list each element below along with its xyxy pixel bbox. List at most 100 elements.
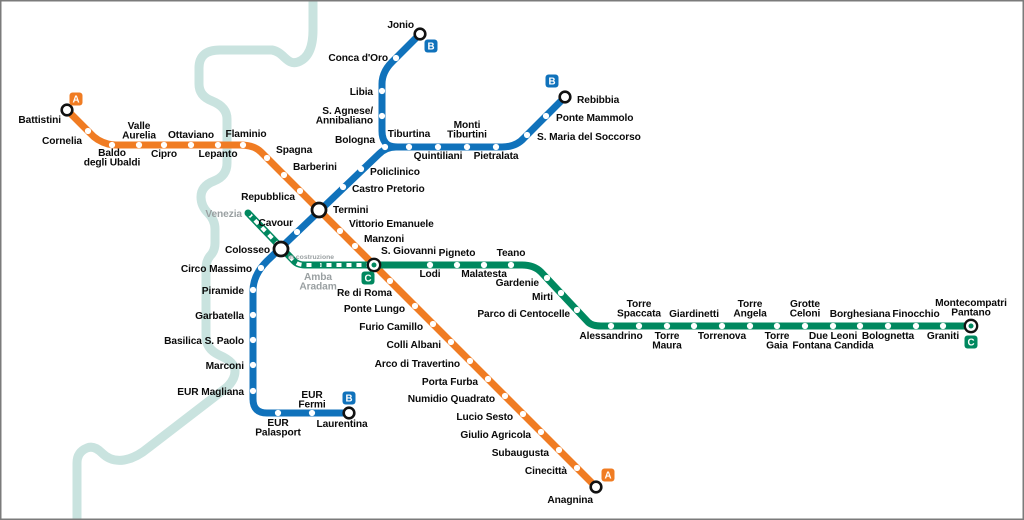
- station-s-agnese-annibaliano: [378, 112, 386, 120]
- station-dot-cornelia: [84, 127, 92, 135]
- station-label-re-di-roma: Re di Roma: [337, 288, 392, 299]
- station-cornelia: [84, 127, 92, 135]
- station-parco-di-centocelle: [573, 306, 581, 314]
- station-dot-bologna: [381, 143, 389, 151]
- station-quintiliani: [434, 143, 442, 151]
- station-label-porta-furba: Porta Furba: [422, 377, 479, 388]
- station-dot-due-leoni-fontana-candida: [829, 322, 837, 330]
- station-numidio-quadrato: [501, 392, 509, 400]
- station-marconi: [249, 361, 257, 369]
- station-baldo-degli-ubaldi: [108, 141, 116, 149]
- station-label-manzoni: Manzoni: [364, 234, 404, 245]
- station-label-borghesiana: Borghesiana: [830, 309, 891, 320]
- line-b-path-1: [378, 31, 423, 151]
- station-dot-ottaviano: [187, 141, 195, 149]
- interchange-marker-colosseo: [272, 240, 290, 258]
- station-label-arco-di-travertino: Arco di Travertino: [375, 359, 460, 370]
- station-dot-cavour: [293, 228, 301, 236]
- line-b-badge-box: [424, 39, 438, 53]
- station-torre-spaccata: [635, 322, 643, 330]
- line-c-badge-0: C: [361, 271, 375, 285]
- station-dot-torrenova: [718, 322, 726, 330]
- line-a-badge-box: [69, 92, 83, 106]
- line-a-badge-letter: A: [72, 95, 79, 106]
- station-grotte-celoni: [801, 322, 809, 330]
- station-label-eur-magliana: EUR Magliana: [177, 387, 244, 398]
- station-mirti: [557, 289, 565, 297]
- station-alessandrino: [607, 322, 615, 330]
- station-dot-grotte-celoni: [801, 322, 809, 330]
- line-c-badge-1: C: [964, 335, 978, 349]
- station-label-marconi: Marconi: [206, 361, 245, 372]
- station-dot-libia: [378, 87, 386, 95]
- station-re-di-roma: [386, 277, 394, 285]
- station-dot-mirti: [557, 289, 565, 297]
- station-torre-maura: [663, 322, 671, 330]
- station-label-cipro: Cipro: [151, 149, 177, 160]
- station-dot-teano: [507, 261, 515, 269]
- station-tiburtina: [405, 143, 413, 151]
- station-policlinico: [357, 165, 365, 173]
- station-torrenova: [718, 322, 726, 330]
- station-battistini: [60, 103, 74, 117]
- station-dot-eur-fermi: [308, 409, 316, 417]
- station-repubblica: [296, 187, 304, 195]
- station-label-gardenie: Gardenie: [496, 278, 540, 289]
- station-label-colosseo: Colosseo: [225, 245, 270, 256]
- station-dot-bolognetta: [884, 322, 892, 330]
- station-label-castro-pretorio: Castro Pretorio: [352, 184, 425, 195]
- station-teano: [507, 261, 515, 269]
- station-dot-subaugusta: [555, 446, 563, 454]
- station-label-piramide: Piramide: [202, 286, 245, 297]
- station-label-mirti: Mirti: [532, 292, 553, 303]
- station-vittorio-emanuele: [336, 227, 344, 235]
- station-due-leoni-fontana-candida: [829, 322, 837, 330]
- station-label-furio-camillo: Furio Camillo: [359, 322, 423, 333]
- station-label-cinecitt: Cinecittà: [525, 466, 568, 477]
- station-label-ponte-mammolo: Ponte Mammolo: [556, 113, 633, 124]
- station-arco-di-travertino: [466, 357, 474, 365]
- station-label-torrenova: Torrenova: [698, 331, 747, 342]
- station-dot-torre-spaccata: [635, 322, 643, 330]
- terminus-marker-jonio: [413, 27, 427, 41]
- station-gardenie: [543, 274, 551, 282]
- station-laurentina: [342, 406, 356, 420]
- line-c-badge-letter: C: [364, 274, 371, 285]
- station-label-flaminio: Flaminio: [225, 129, 266, 140]
- station-barberini: [280, 171, 288, 179]
- station-label-conca-d-oro: Conca d'Oro: [328, 53, 388, 64]
- station-s-giovanni: [366, 257, 382, 273]
- station-label-bolognetta: Bolognetta: [862, 331, 915, 342]
- station-label-s-giovanni: S. Giovanni: [381, 246, 436, 257]
- station-label-laurentina: Laurentina: [316, 419, 368, 430]
- station-label-s-agnese-annibaliano: S. Agnese/Annibaliano: [316, 106, 373, 127]
- station-ottaviano: [187, 141, 195, 149]
- station-dot-quintiliani: [434, 143, 442, 151]
- station-dot-gardenie: [543, 274, 551, 282]
- station-furio-camillo: [429, 320, 437, 328]
- station-dot-circo-massimo: [257, 264, 265, 272]
- line-b-badge-letter: B: [345, 394, 352, 405]
- station-dot-garbatella: [249, 311, 257, 319]
- station-label-bologna: Bologna: [335, 135, 375, 146]
- station-dot-graniti: [939, 322, 947, 330]
- station-cavour: [293, 228, 301, 236]
- station-label-giardinetti: Giardinetti: [669, 309, 719, 320]
- station-dot-eur-palasport: [274, 409, 282, 417]
- station-label-garbatella: Garbatella: [195, 311, 244, 322]
- station-dot-borghesiana: [856, 322, 864, 330]
- station-dot-basilica-s-paolo: [249, 336, 257, 344]
- station-dot-manzoni: [351, 242, 359, 250]
- station-dot-vittorio-emanuele: [336, 227, 344, 235]
- station-label-tiburtina: Tiburtina: [388, 129, 431, 140]
- station-s-maria-del-soccorso: [523, 131, 531, 139]
- station-label-giulio-agricola: Giulio Agricola: [460, 430, 531, 441]
- station-libia: [378, 87, 386, 95]
- station-piramide: [249, 286, 257, 294]
